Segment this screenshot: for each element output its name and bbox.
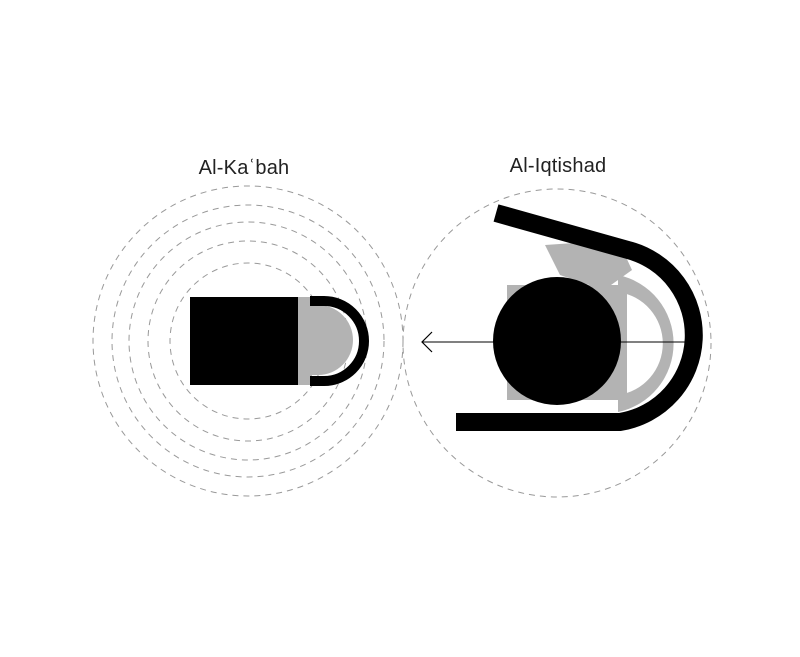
iqtishad-core [493, 277, 621, 405]
kaaba-plan [190, 296, 369, 386]
iqtishad-ring [402, 188, 712, 498]
iqtishad-band [456, 204, 703, 431]
direction-arrow [421, 331, 688, 353]
kaaba-block [190, 297, 300, 385]
gray-crescent [618, 275, 674, 412]
kaaba-label: Al-Kaʿbah [198, 157, 290, 179]
ring-4 [111, 204, 385, 478]
iqtishad-label: Al-Iqtishad [509, 155, 607, 177]
hatim-gray-semicircle [310, 305, 353, 375]
hatim-gray-fill [298, 297, 312, 385]
arrow-head-icon [421, 331, 433, 353]
hatim-wall [310, 296, 369, 386]
